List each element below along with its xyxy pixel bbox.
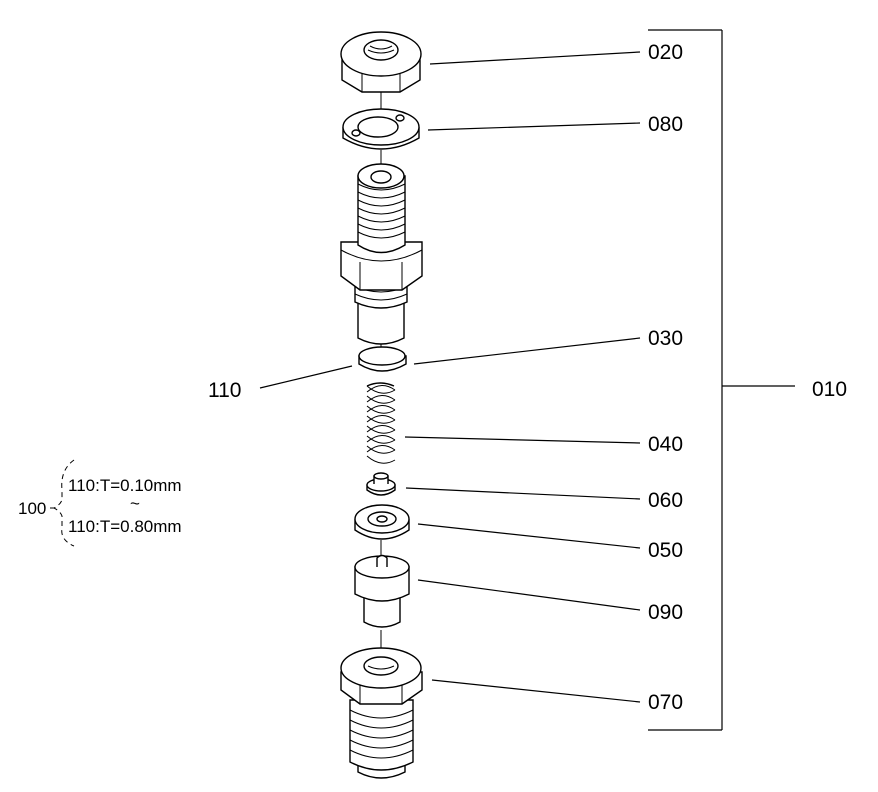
part-030-gasket [358, 346, 407, 372]
callout-110: 110 [208, 379, 241, 402]
note-line-1: 110:T=0.10mm [68, 476, 182, 495]
callout-070: 070 [648, 691, 683, 714]
callout-050: 050 [648, 539, 683, 562]
assembly-bracket-010 [648, 29, 795, 731]
part-050-valve-seat [354, 504, 410, 540]
part-090-plunger [354, 554, 410, 628]
part-040-spring [366, 382, 396, 464]
part-080-washer [342, 108, 420, 150]
callout-030: 030 [648, 327, 683, 350]
note-range-mark: ~ [130, 494, 140, 513]
callout-020: 020 [648, 41, 683, 64]
part-020-hex-nut [340, 31, 422, 93]
note-line-2: 110:T=0.80mm [68, 517, 182, 536]
callout-010: 010 [812, 378, 847, 401]
part-valve-holder-body [340, 163, 423, 345]
leader-lines [259, 51, 641, 703]
part-060-valve [366, 472, 396, 496]
shim-thickness-note: 100 110:T=0.10mm ~ 110:T=0.80mm [18, 459, 182, 547]
callout-090: 090 [648, 601, 683, 624]
part-070-connector [340, 647, 423, 779]
callout-060: 060 [648, 489, 683, 512]
callout-080: 080 [648, 113, 683, 136]
callout-040: 040 [648, 433, 683, 456]
note-group-id: 100 [18, 499, 46, 518]
